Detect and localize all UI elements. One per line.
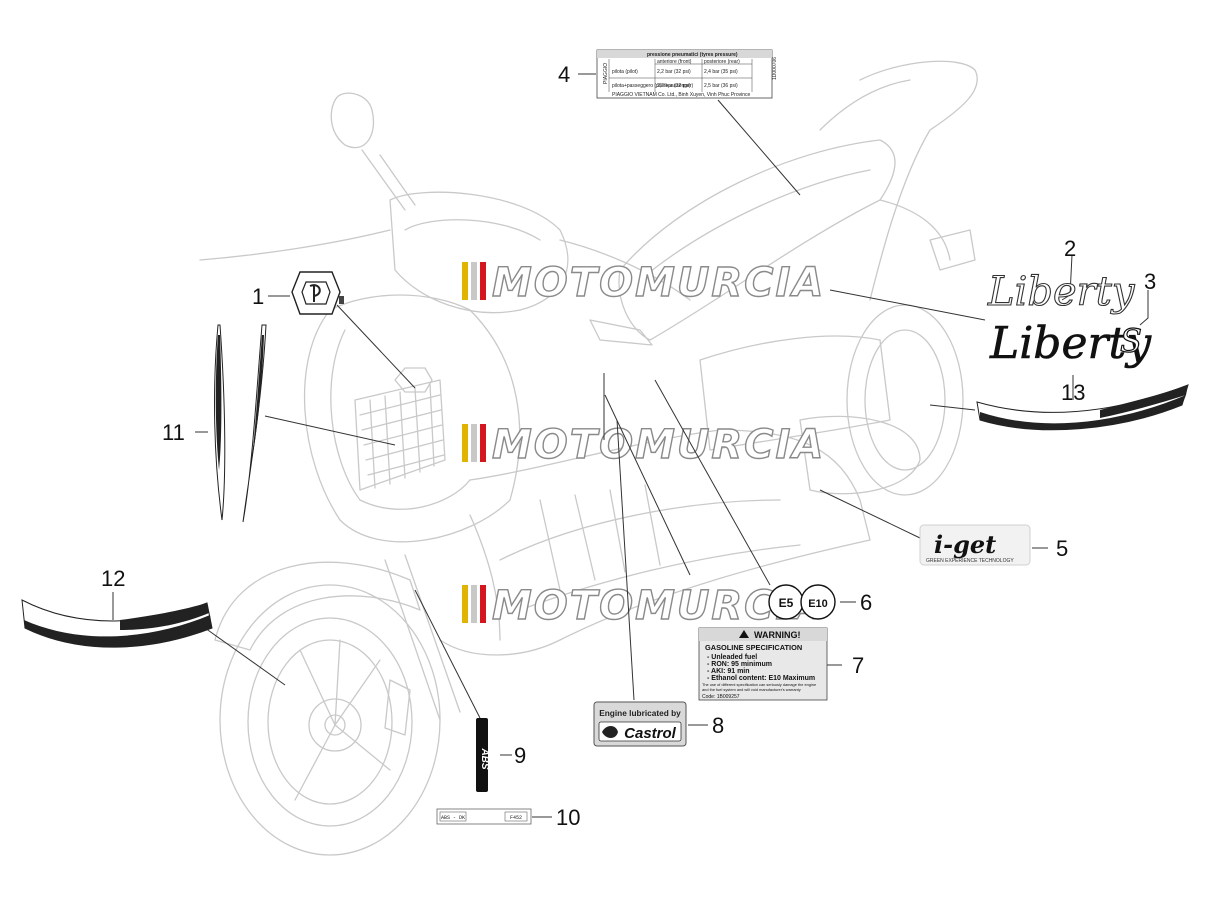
callout-11: 11 bbox=[162, 420, 185, 445]
scooter-outline bbox=[199, 60, 978, 856]
callout-13: 13 bbox=[1061, 380, 1085, 405]
warning-icon bbox=[739, 630, 749, 638]
tyre-label-header: pressione pneumatici (tyres pressure) bbox=[647, 52, 738, 58]
watermark-stripe-yellow bbox=[462, 262, 468, 300]
part-12-front-stripe bbox=[21, 599, 213, 648]
tyre-label-col-rear: posteriore (rear) bbox=[704, 59, 740, 65]
part-13-rear-stripe bbox=[976, 384, 1189, 431]
warning-title: WARNING! bbox=[754, 630, 801, 640]
iget-logo: i-get bbox=[934, 530, 996, 559]
liberty-logo-outline: Liberty bbox=[987, 269, 1136, 315]
watermark-stripe-red bbox=[480, 585, 486, 623]
callout-5: 5 bbox=[1056, 536, 1068, 561]
watermark-2: MOTOMURCIA bbox=[462, 421, 825, 469]
watermark-1: MOTOMURCIA bbox=[462, 259, 825, 307]
watermark-stripe-yellow bbox=[462, 585, 468, 623]
e10-badge-text: E10 bbox=[808, 598, 828, 610]
callout-numbers: 1 2 3 4 5 6 7 8 9 10 11 12 13 bbox=[101, 62, 1156, 830]
part-5-iget-badge: i-get GREEN EXPERIENCE TECHNOLOGY bbox=[919, 524, 1031, 566]
part-8-castrol-label: Engine lubricated by Castrol bbox=[593, 701, 687, 747]
watermark-stripe-red bbox=[480, 262, 486, 300]
watermark-text: MOTOMURCIA bbox=[492, 260, 825, 306]
warning-body-2: and the fuel system and will void manufa… bbox=[702, 687, 801, 692]
abs-text: ABS bbox=[479, 747, 490, 769]
watermark-text: MOTOMURCIA bbox=[492, 422, 825, 468]
callout-8: 8 bbox=[712, 713, 724, 738]
tyre-label-row2-rear: 2,5 bar (36 psi) bbox=[704, 83, 738, 89]
warning-line-1: - Unleaded fuel bbox=[707, 654, 757, 661]
part-3-liberty-s-logo: Liberty S bbox=[989, 318, 1153, 370]
iget-tagline: GREEN EXPERIENCE TECHNOLOGY bbox=[926, 558, 1014, 564]
castrol-logo-icon bbox=[602, 726, 618, 738]
plate-left-text: ABS - DK bbox=[441, 815, 465, 821]
callout-3: 3 bbox=[1144, 269, 1156, 294]
tyre-label-code: 1D000706 bbox=[772, 57, 778, 80]
tyre-label-row2-front: 2,2 bar (32 psi) bbox=[657, 83, 691, 89]
watermark-stripe-grey bbox=[471, 262, 477, 300]
tyre-label-row2-who: pilota+passeggero (pilot+passenger) bbox=[612, 83, 693, 89]
watermark-text: MOTOMURCIA bbox=[492, 583, 825, 629]
part-7-warning-label: WARNING! GASOLINE SPECIFICATION - Unlead… bbox=[698, 627, 828, 701]
e10-badge bbox=[800, 584, 836, 620]
warning-body-1: The use of different specification can s… bbox=[702, 682, 816, 687]
part-9-abs-sticker: ABS bbox=[476, 718, 490, 792]
part-2-liberty-logo: Liberty bbox=[986, 268, 1136, 315]
castrol-brand: Castrol bbox=[624, 725, 677, 742]
callout-12: 12 bbox=[101, 566, 125, 591]
liberty-s-logo-suffix: S bbox=[1120, 322, 1142, 360]
leader-lines bbox=[112, 73, 1149, 818]
callout-2: 2 bbox=[1064, 236, 1076, 261]
warning-code: Code: 1B009257 bbox=[702, 694, 740, 700]
callout-4: 4 bbox=[558, 62, 570, 87]
castrol-top-text: Engine lubricated by bbox=[599, 708, 681, 718]
e5-badge-text: E5 bbox=[779, 596, 794, 610]
warning-line-3: - AKI: 91 min bbox=[707, 668, 750, 675]
callout-1: 1 bbox=[252, 284, 264, 309]
tyre-label-row1-rear: 2,4 bar (35 psi) bbox=[704, 69, 738, 75]
tyre-label-footer: PIAGGIO VIETNAM Co. Ltd., Binh Xuyen, Vi… bbox=[612, 92, 751, 98]
callout-6: 6 bbox=[860, 590, 872, 615]
callout-10: 10 bbox=[556, 805, 580, 830]
watermark-stripe-grey bbox=[471, 585, 477, 623]
callout-7: 7 bbox=[852, 653, 864, 678]
tyre-label-brand: PIAGGIO bbox=[603, 63, 609, 84]
watermark-3: MOTOMURCIA bbox=[462, 582, 825, 630]
warning-heading: GASOLINE SPECIFICATION bbox=[705, 643, 802, 652]
tyre-label-col-front: anteriore (front) bbox=[657, 59, 692, 65]
watermark-stripe-grey bbox=[471, 424, 477, 462]
tyre-label-row1-who: pilota (pilot) bbox=[612, 69, 638, 75]
part-4-tyre-pressure-label: pressione pneumatici (tyres pressure) PI… bbox=[596, 49, 778, 99]
plate-right-text: F452 bbox=[510, 815, 522, 821]
warning-line-4: - Ethanol content: E10 Maximum bbox=[707, 675, 815, 682]
watermark-stripe-yellow bbox=[462, 424, 468, 462]
warning-line-2: - RON: 95 minimum bbox=[707, 661, 772, 668]
part-1-emblem bbox=[291, 271, 344, 315]
callout-9: 9 bbox=[514, 743, 526, 768]
part-10-plate: ABS - DK F452 bbox=[436, 808, 532, 825]
watermark-stripe-red bbox=[480, 424, 486, 462]
part-6-fuel-badges: E5 E10 bbox=[768, 584, 836, 620]
part-11-shield-stripes bbox=[214, 324, 267, 523]
liberty-s-logo-word: Liberty bbox=[989, 318, 1152, 369]
tyre-label-row1-front: 2,2 bar (32 psi) bbox=[657, 69, 691, 75]
